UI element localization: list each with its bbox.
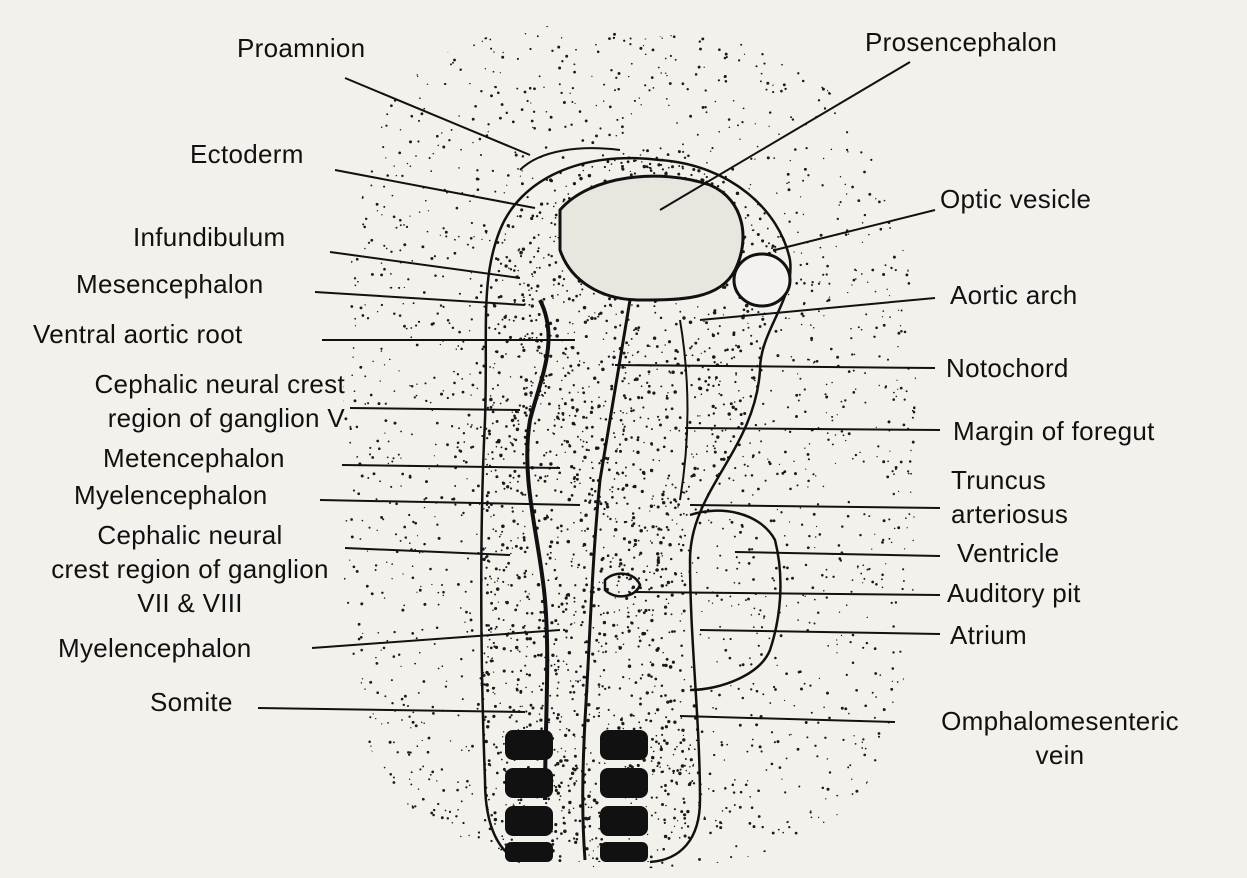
leader-myelencephalon-upper [320,500,580,505]
label-myelencephalon-upper: Myelencephalon [74,478,268,512]
label-cephalic-crest-vii-line1: Cephalic neural [5,518,375,552]
label-omphalomesenteric-line1: Omphalomesenteric [900,704,1220,738]
label-omphalomesenteric-vein: Omphalomesenteric vein [900,704,1220,772]
label-auditory-pit: Auditory pit [947,576,1081,610]
leader-margin-foregut [685,428,940,430]
label-proamnion: Proamnion [237,31,365,65]
label-myelencephalon-lower: Myelencephalon [58,631,252,665]
label-truncus-line1: Truncus [951,463,1068,497]
leader-ventricle [735,552,940,556]
leader-cephalic-crest-v [350,408,520,410]
leader-myelencephalon-lower [312,630,560,648]
label-mesencephalon: Mesencephalon [76,267,263,301]
leader-somite [258,708,525,712]
leader-proamnion [345,78,530,155]
label-cephalic-crest-v-line1: Cephalic neural crest [20,367,345,401]
label-cephalic-crest-v: Cephalic neural crest region of ganglion… [20,367,345,435]
label-metencephalon: Metencephalon [103,441,285,475]
label-omphalomesenteric-line2: vein [900,738,1220,772]
leader-optic-vesicle [775,210,935,250]
leader-aortic-arch [700,298,935,320]
label-somite: Somite [150,685,233,719]
label-ectoderm: Ectoderm [190,137,304,171]
leader-atrium [700,630,940,634]
label-infundibulum: Infundibulum [133,220,285,254]
label-ventral-aortic-root: Ventral aortic root [33,317,242,351]
label-aortic-arch: Aortic arch [950,278,1078,312]
leader-omphalomesenteric [680,716,895,722]
label-ventricle: Ventricle [957,536,1059,570]
label-cephalic-crest-vii-line3: VII & VIII [5,586,375,620]
label-notochord: Notochord [946,351,1069,385]
leader-notochord [615,365,935,368]
leader-auditory-pit [635,592,940,595]
label-margin-of-foregut: Margin of foregut [953,414,1155,448]
label-prosencephalon: Prosencephalon [865,25,1057,59]
label-cephalic-crest-vii-viii: Cephalic neural crest region of ganglion… [5,518,375,620]
label-optic-vesicle: Optic vesicle [940,182,1091,216]
leader-ectoderm [335,170,535,208]
label-cephalic-crest-vii-line2: crest region of ganglion [5,552,375,586]
label-atrium: Atrium [950,618,1027,652]
label-truncus-arteriosus: Truncus arteriosus [951,463,1068,531]
label-cephalic-crest-v-line2: region of ganglion V [20,401,345,435]
leader-mesencephalon [315,292,525,305]
leader-truncus [690,505,940,508]
label-truncus-line2: arteriosus [951,497,1068,531]
